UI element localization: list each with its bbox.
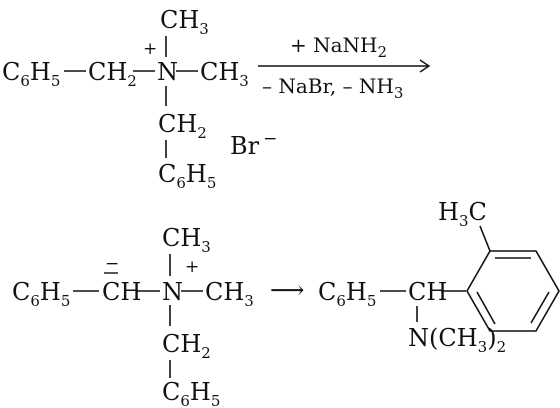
ring-inner-double-bond-2 [530,291,550,324]
reactant-methylene-left: CH2 [88,58,137,90]
arrow-1-head [419,59,431,73]
product-bond-ring-methyl [479,225,491,252]
byproducts-nabr-nh3: – NaBr, – NH3 [262,74,403,102]
bromide-counterion: Br− [230,129,277,160]
reactant-ammonium-salt: C6H5 CH2 + N CH3 CH3 CH2 C6H5 Br− [2,6,277,192]
ylide-minus-charge: − [105,254,119,274]
reactant-methyl-top: CH3 [160,6,209,38]
ylide-phenyl-left: C6H5 [12,278,70,310]
product-methine: CH [408,278,447,306]
product-amine: C6H5 CH N(CH3)2 H3C [318,198,560,356]
reactant-phenyl-down: C6H5 [158,160,216,192]
ylide-phenyl-down: C6H5 [162,378,220,408]
ylide-methyl-right: CH3 [205,278,254,310]
product-benzene-ring [466,250,560,332]
ylide-methylene-down: CH2 [162,330,211,362]
ylide-methyl-top: CH3 [162,224,211,256]
ylide-nitrogen: N [162,278,183,306]
reaction-arrow-2: ⟶ [270,276,304,304]
ring-inner-double-bond-3 [476,291,496,325]
ylide-plus-charge: + [185,257,199,277]
reactant-plus-charge: + [143,39,157,59]
product-ortho-methyl: H3C [438,198,487,230]
product-phenyl-left: C6H5 [318,278,376,310]
reactant-phenyl-left: C6H5 [2,58,60,90]
reaction-arrow-1: + NaNH2 – NaBr, – NH3 [258,33,431,102]
reactant-nitrogen: N [157,58,178,86]
reagent-sodium-amide: + NaNH2 [290,33,387,61]
ylide-carbanion: CH [102,278,141,306]
product-dimethylamino: N(CH3)2 [408,324,506,356]
reactant-methyl-right: CH3 [200,58,249,90]
reactant-methylene-down: CH2 [158,110,207,142]
intermediate-ylide: C6H5 CH − N + CH3 CH3 CH2 C6H5 [12,224,254,408]
arrow-2-glyph: ⟶ [270,276,304,304]
